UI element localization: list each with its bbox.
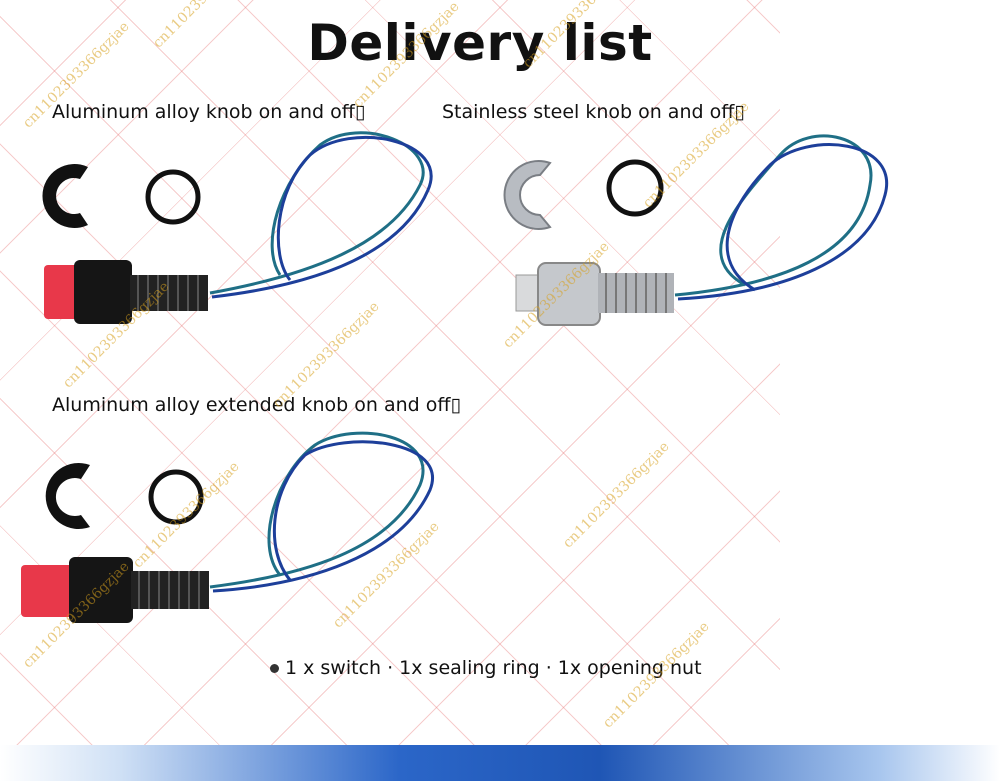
wire-icon (209, 131, 433, 299)
page-title: Delivery list (307, 14, 653, 72)
right-blank-area (780, 0, 1000, 745)
label-aluminum: Aluminum alloy knob on and off▯ (52, 101, 366, 123)
label-extended: Aluminum alloy extended knob on and off▯ (52, 394, 461, 416)
switch-icon (44, 260, 208, 324)
extended-switch-set (21, 431, 434, 623)
wire-icon (209, 431, 434, 593)
aluminum-switch-set (42, 131, 433, 324)
opening-nut-icon (503, 160, 552, 230)
sealing-ring-icon (148, 469, 204, 525)
footnote-text: 1 x switch · 1x sealing ring · 1x openin… (285, 657, 702, 679)
switch-icon (515, 262, 674, 326)
stainless-switch-set (503, 134, 889, 326)
label-stainless: Stainless steel knob on and off▯ (442, 101, 745, 123)
sealing-ring-icon (145, 169, 201, 225)
opening-nut-icon (42, 164, 88, 229)
switch-icon (21, 557, 209, 623)
opening-nut-icon (45, 463, 90, 529)
bullet-icon (270, 664, 279, 673)
footnote: 1 x switch · 1x sealing ring · 1x openin… (270, 657, 702, 679)
watermark-text: cn1102393366gzjae (560, 438, 673, 552)
sealing-ring-icon (606, 159, 664, 217)
bottom-gradient-bar (0, 745, 1000, 781)
wire-icon (674, 134, 889, 301)
